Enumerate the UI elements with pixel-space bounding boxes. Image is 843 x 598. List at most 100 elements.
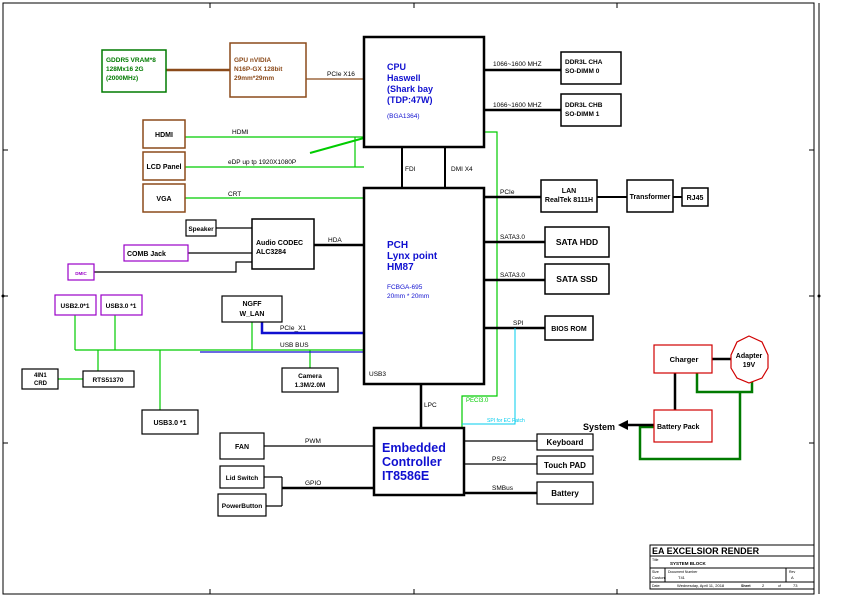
speaker-label: Speaker [188,226,214,233]
sata-hdd-label: SATA HDD [556,237,598,247]
wire-pcie-x1 [260,322,364,335]
battery-pack-block [653,409,713,443]
ddr-chb-label-2: SO-DIMM 1 [565,111,600,118]
touchpad-label: Touch PAD [544,461,586,470]
title-label: Title [652,558,659,562]
ec-block [372,426,466,497]
wire-green-loop-a [695,373,754,394]
cpu-label-2: Haswell [387,73,421,83]
rev-label: Rev [789,570,795,574]
keyboard-block [536,433,594,451]
audio-codec-label-1: Audio CODEC [256,240,303,247]
bus-crt: CRT [228,191,241,198]
lcd-block [142,151,186,181]
title-company: EA EXCELSIOR RENDER [652,546,760,556]
camera-block [281,367,339,393]
card-reader-block [21,368,59,390]
wire-dmic [94,261,252,273]
keyboard-label: Keyboard [547,438,584,447]
title-value: SYSTEM BLOCK [670,561,707,566]
ddr-cha-block [560,51,622,85]
adapter-label-1: Adapter [736,353,763,360]
fan-label: FAN [235,444,249,451]
date-label: Date: [652,584,660,588]
usb3b-label: USB3.0 *1 [153,420,186,427]
wire-green-loop-b [638,392,742,461]
rj45-block [681,187,709,207]
ec-label-2: Controller [382,455,442,469]
ddr-cha-label-2: SO-DIMM 0 [565,68,600,75]
vram-label-3: (2000MHz) [106,75,138,82]
gpu-label-2: N16P-GX 128bit [234,66,283,73]
pch-label-1: PCH [387,240,408,251]
ngff-label-1: NGFF [242,301,262,308]
ngff-block [221,295,283,323]
bus-peci: PECI3.0 [466,398,489,404]
bus-smbus: SMBus [492,485,514,492]
size-value: Custom [652,575,666,580]
camera-label-1: Camera [298,373,322,380]
comb-jack-label: COMB Jack [127,251,166,258]
vga-label: VGA [156,196,171,203]
lid-switch-block [219,465,265,489]
usb3a-label: USB3.0 *1 [106,303,137,310]
pch-package-2: 20mm * 20mm [387,293,429,300]
vga-block [142,183,186,213]
sheet-border [2,2,815,595]
zone-ticks [3,3,814,594]
battery-pack-label: Battery Pack [657,424,700,431]
bus-mhz-b: 1066~1600 MHZ [493,102,542,109]
charger-block [653,344,713,374]
card-reader-label-1: 4IN1 [34,373,47,379]
docnum-value: T41 [678,575,686,580]
usb3a-block [100,294,143,316]
fan-block [219,432,265,460]
bus-dmi: DMI X4 [451,166,473,173]
pch-label-2: Lynx point [387,251,438,262]
bus-spi-ec: SPI for EC Patch [487,418,525,424]
gpu-label-1: GPU nVIDIA [234,57,272,64]
power-button-label: PowerButton [222,503,262,510]
rj45-label: RJ45 [687,195,704,202]
size-label: Size [652,570,659,574]
ec-label-1: Embedded [382,441,446,455]
cpu-package: (BGA1364) [387,113,420,120]
ddr-chb-label-1: DDR3L CHB [565,102,603,109]
cpu-label-1: CPU [387,62,406,72]
adapter-block [730,335,769,384]
bus-pcie-x1: PCIe_X1 [280,325,306,332]
wire-display-trunk [309,137,365,154]
sata-ssd-block [544,263,610,295]
bus-gpio: GPIO [305,480,321,487]
ddr-cha-label-1: DDR3L CHA [565,59,603,66]
bus-sata-b: SATA3.0 [500,272,525,279]
title-block [649,544,815,590]
bus-lpc: LPC [424,402,437,409]
usb2-block [54,294,97,316]
bus-edp: eDP up tp 1920X1080P [228,159,296,166]
vram-label-2: 128Mx16 2G [106,66,144,73]
dmic-block [67,263,95,281]
rts-label: RTS51370 [92,377,123,384]
lan-label-1: LAN [562,188,576,195]
cpu-label-4: (TDP:47W) [387,95,433,105]
lan-label-2: RealTek 8111H [545,197,593,204]
bus-usb3: USB3 [369,371,386,378]
transformer-block [626,179,674,213]
bus-ps2: PS/2 [492,456,506,463]
bus-spi: SPI [513,320,524,327]
bus-hda: HDA [328,237,342,244]
lcd-label: LCD Panel [146,164,181,171]
docnum-label: Document Number [668,570,698,574]
lid-switch-label: Lid Switch [226,475,259,482]
bus-pcie-x16: PCIe X16 [327,71,355,78]
cpu-block [362,35,486,149]
bus-usb: USB BUS [280,342,309,349]
audio-codec-label-2: ALC3284 [256,249,286,256]
pch-block [362,186,486,386]
sheet-label: Sheet [741,584,751,588]
bus-pcie: PCIe [500,189,515,196]
sheet-of-label: of [778,584,781,588]
charger-label: Charger [670,355,699,364]
hdmi-label: HDMI [155,132,173,139]
